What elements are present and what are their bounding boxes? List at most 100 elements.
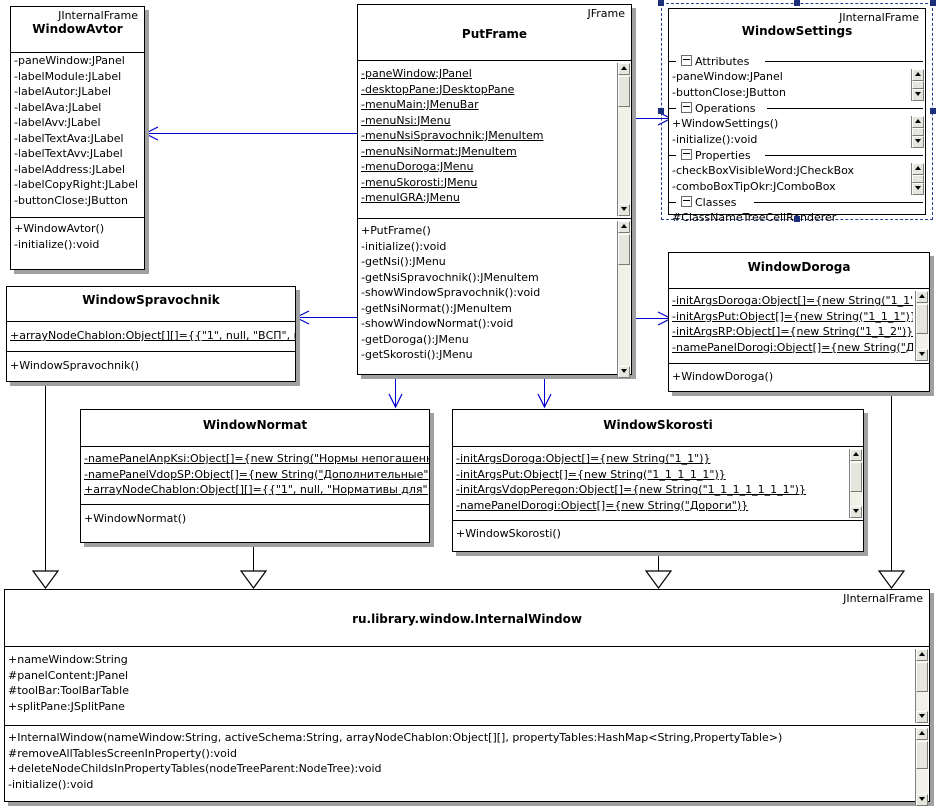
operation-row: #removeAllTablesScreenInProperty():void bbox=[8, 746, 237, 760]
scroll-down-icon[interactable] bbox=[912, 136, 924, 148]
attribute-row: #toolBar:ToolBarTable bbox=[8, 684, 129, 697]
dependency-putframe-windowavtor bbox=[146, 133, 357, 134]
attribute-row: -labelAutor:JLabel bbox=[14, 85, 112, 98]
scrollbar-thumb[interactable] bbox=[916, 741, 928, 769]
attribute-row: -initArgsRP:Object[]={new String("1_1_2"… bbox=[672, 325, 913, 338]
operations-compartment-window-normat: +WindowNormat() bbox=[81, 505, 429, 549]
attribute-row: -buttonClose:JButton bbox=[672, 85, 787, 99]
scroll-up-icon[interactable] bbox=[850, 449, 862, 461]
scroll-down-icon[interactable] bbox=[850, 506, 862, 518]
attribute-row: -namePanelAnpKsi:Object[]={new String("Н… bbox=[84, 452, 429, 465]
class-window-normat[interactable]: WindowNormat -namePanelAnpKsi:Object[]={… bbox=[80, 409, 430, 543]
scroll-down-icon[interactable] bbox=[916, 794, 928, 806]
class-window-spravochnik[interactable]: WindowSpravochnik +arrayNodeChablon:Obje… bbox=[6, 286, 296, 382]
scrollbar-thumb[interactable] bbox=[912, 175, 924, 183]
selection-handle-top-right[interactable] bbox=[930, 0, 936, 6]
attribute-row: -menuSkorosti:JMenu bbox=[361, 175, 478, 189]
class-window-settings[interactable]: JInternalFrame WindowSettings Attributes… bbox=[668, 8, 926, 224]
scrollbar-window-skorosti[interactable] bbox=[849, 449, 862, 518]
scrollbar-thumb[interactable] bbox=[912, 81, 924, 89]
operations-compartment-put-frame: +PutFrame() -initialize():void -getNsi()… bbox=[358, 219, 631, 381]
scrollbar-window-doroga[interactable] bbox=[915, 291, 928, 361]
scroll-down-icon[interactable] bbox=[912, 89, 924, 101]
group-header-classes[interactable]: Classes bbox=[669, 195, 925, 210]
scroll-up-icon[interactable] bbox=[618, 221, 630, 233]
scroll-up-icon[interactable] bbox=[912, 116, 924, 128]
generalization-windowskorosti bbox=[658, 552, 659, 572]
generalization-windowdoroga bbox=[891, 392, 892, 572]
scrollbar-settings-properties[interactable] bbox=[911, 163, 924, 195]
scrollbar-thumb[interactable] bbox=[618, 76, 630, 107]
scroll-down-icon[interactable] bbox=[618, 204, 630, 216]
scrollbar-thumb[interactable] bbox=[916, 304, 928, 334]
class-header-put-frame: JFrame PutFrame bbox=[358, 5, 631, 61]
scrollbar-thumb[interactable] bbox=[618, 234, 630, 265]
operation-row: -showWindowNormat():void bbox=[361, 317, 514, 330]
operation-row: +WindowSpravochnik() bbox=[10, 359, 140, 372]
attribute-row: -namePanelVdopSP:Object[]={new String("Д… bbox=[84, 467, 429, 481]
scrollbar-thumb[interactable] bbox=[916, 662, 928, 692]
generalization-triangle-windowdoroga bbox=[877, 570, 906, 592]
scrollbar-internal-window-operations[interactable] bbox=[915, 728, 928, 806]
selection-handle-top-center[interactable] bbox=[794, 0, 800, 6]
operation-row: -getDoroga():JMenu bbox=[361, 332, 469, 346]
arrowhead-windownormat bbox=[387, 392, 404, 409]
scrollbar-put-frame-attributes[interactable] bbox=[617, 63, 630, 216]
group-rule bbox=[765, 155, 923, 156]
generalization-triangle-windowspravochnik bbox=[31, 570, 60, 592]
group-rule bbox=[754, 202, 923, 203]
scrollbar-settings-operations[interactable] bbox=[911, 116, 924, 148]
group-label: Properties bbox=[695, 149, 751, 162]
collapse-toggle-icon[interactable] bbox=[681, 102, 692, 113]
selection-handle-bottom-center[interactable] bbox=[794, 216, 800, 222]
collapse-toggle-icon[interactable] bbox=[681, 55, 692, 66]
scroll-down-icon[interactable] bbox=[618, 366, 630, 378]
operation-row: +WindowDoroga() bbox=[672, 370, 774, 383]
operation-row: -initialize():void bbox=[672, 132, 758, 146]
attributes-compartment-window-doroga: -initArgsDoroga:Object[]={new String("1_… bbox=[669, 289, 929, 364]
scroll-up-icon[interactable] bbox=[916, 291, 928, 303]
class-window-skorosti[interactable]: WindowSkorosti -initArgsDoroga:Object[]=… bbox=[452, 409, 864, 552]
operation-row: -showWindowSpravochnik():void bbox=[361, 286, 541, 299]
attribute-row: -menuNsiNormat:JMenuItem bbox=[361, 144, 517, 158]
scroll-up-icon[interactable] bbox=[912, 69, 924, 81]
dependency-putframe-windowdoroga bbox=[630, 318, 670, 319]
scrollbar-settings-attributes[interactable] bbox=[911, 69, 924, 101]
scroll-up-icon[interactable] bbox=[618, 63, 630, 75]
dependency-putframe-windowspravochnik bbox=[297, 317, 357, 318]
scroll-down-icon[interactable] bbox=[916, 711, 928, 723]
group-header-attributes[interactable]: Attributes bbox=[669, 54, 925, 69]
class-header-window-skorosti: WindowSkorosti bbox=[453, 410, 863, 447]
scroll-up-icon[interactable] bbox=[916, 728, 928, 740]
arrowhead-windowspravochnik bbox=[294, 309, 311, 326]
scroll-up-icon[interactable] bbox=[916, 649, 928, 661]
dependency-putframe-windownormat bbox=[395, 374, 396, 406]
scrollbar-put-frame-operations[interactable] bbox=[617, 221, 630, 378]
scroll-up-icon[interactable] bbox=[912, 163, 924, 175]
class-window-doroga[interactable]: WindowDoroga -initArgsDoroga:Object[]={n… bbox=[668, 252, 930, 392]
group-dash-left bbox=[669, 202, 676, 203]
scrollbar-thumb[interactable] bbox=[850, 462, 862, 492]
operation-row: -getNsi():JMenu bbox=[361, 255, 446, 268]
class-header-window-normat: WindowNormat bbox=[81, 410, 429, 447]
class-put-frame[interactable]: JFrame PutFrame -paneWindow:JPanel -desk… bbox=[357, 4, 632, 378]
selection-handle-top-left[interactable] bbox=[658, 0, 664, 6]
operations-compartment-internal-window: +InternalWindow(nameWindow:String, activ… bbox=[5, 726, 929, 808]
class-window-avtor[interactable]: JInternalFrame WindowAvtor -paneWindow:J… bbox=[10, 6, 145, 270]
attribute-row: -paneWindow:JPanel bbox=[672, 70, 783, 83]
scroll-down-icon[interactable] bbox=[916, 349, 928, 361]
collapse-toggle-icon[interactable] bbox=[681, 196, 692, 207]
group-header-operations[interactable]: Operations bbox=[669, 101, 925, 116]
group-header-properties[interactable]: Properties bbox=[669, 148, 925, 163]
scrollbar-thumb[interactable] bbox=[912, 128, 924, 136]
operations-compartment-window-avtor: +WindowAvtor() -initialize():void bbox=[11, 218, 144, 276]
operations-compartment-window-skorosti: +WindowSkorosti() bbox=[453, 521, 863, 558]
scroll-down-icon[interactable] bbox=[912, 183, 924, 195]
class-name-window-spravochnik: WindowSpravochnik bbox=[82, 293, 220, 307]
selection-handle-middle-right[interactable] bbox=[930, 108, 936, 114]
collapse-toggle-icon[interactable] bbox=[681, 149, 692, 160]
scrollbar-internal-window-attributes[interactable] bbox=[915, 649, 928, 723]
selection-handle-middle-left[interactable] bbox=[658, 108, 664, 114]
class-internal-window[interactable]: JInternalFrame ru.library.window.Interna… bbox=[4, 589, 930, 806]
